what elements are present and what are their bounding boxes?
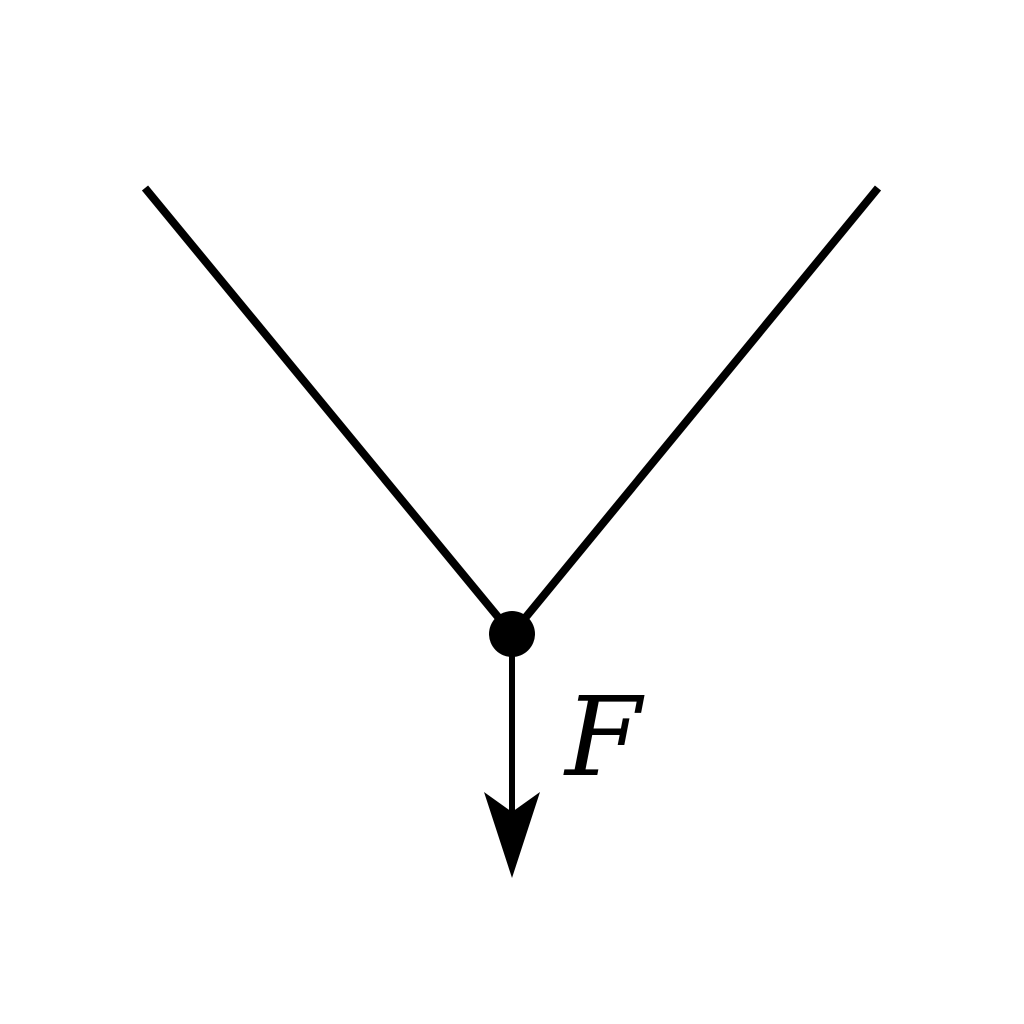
junction-point: [489, 611, 535, 657]
left-rope: [141, 185, 516, 637]
force-label: F: [563, 673, 645, 801]
force-arrow-head: [484, 792, 540, 878]
right-rope: [508, 185, 882, 637]
